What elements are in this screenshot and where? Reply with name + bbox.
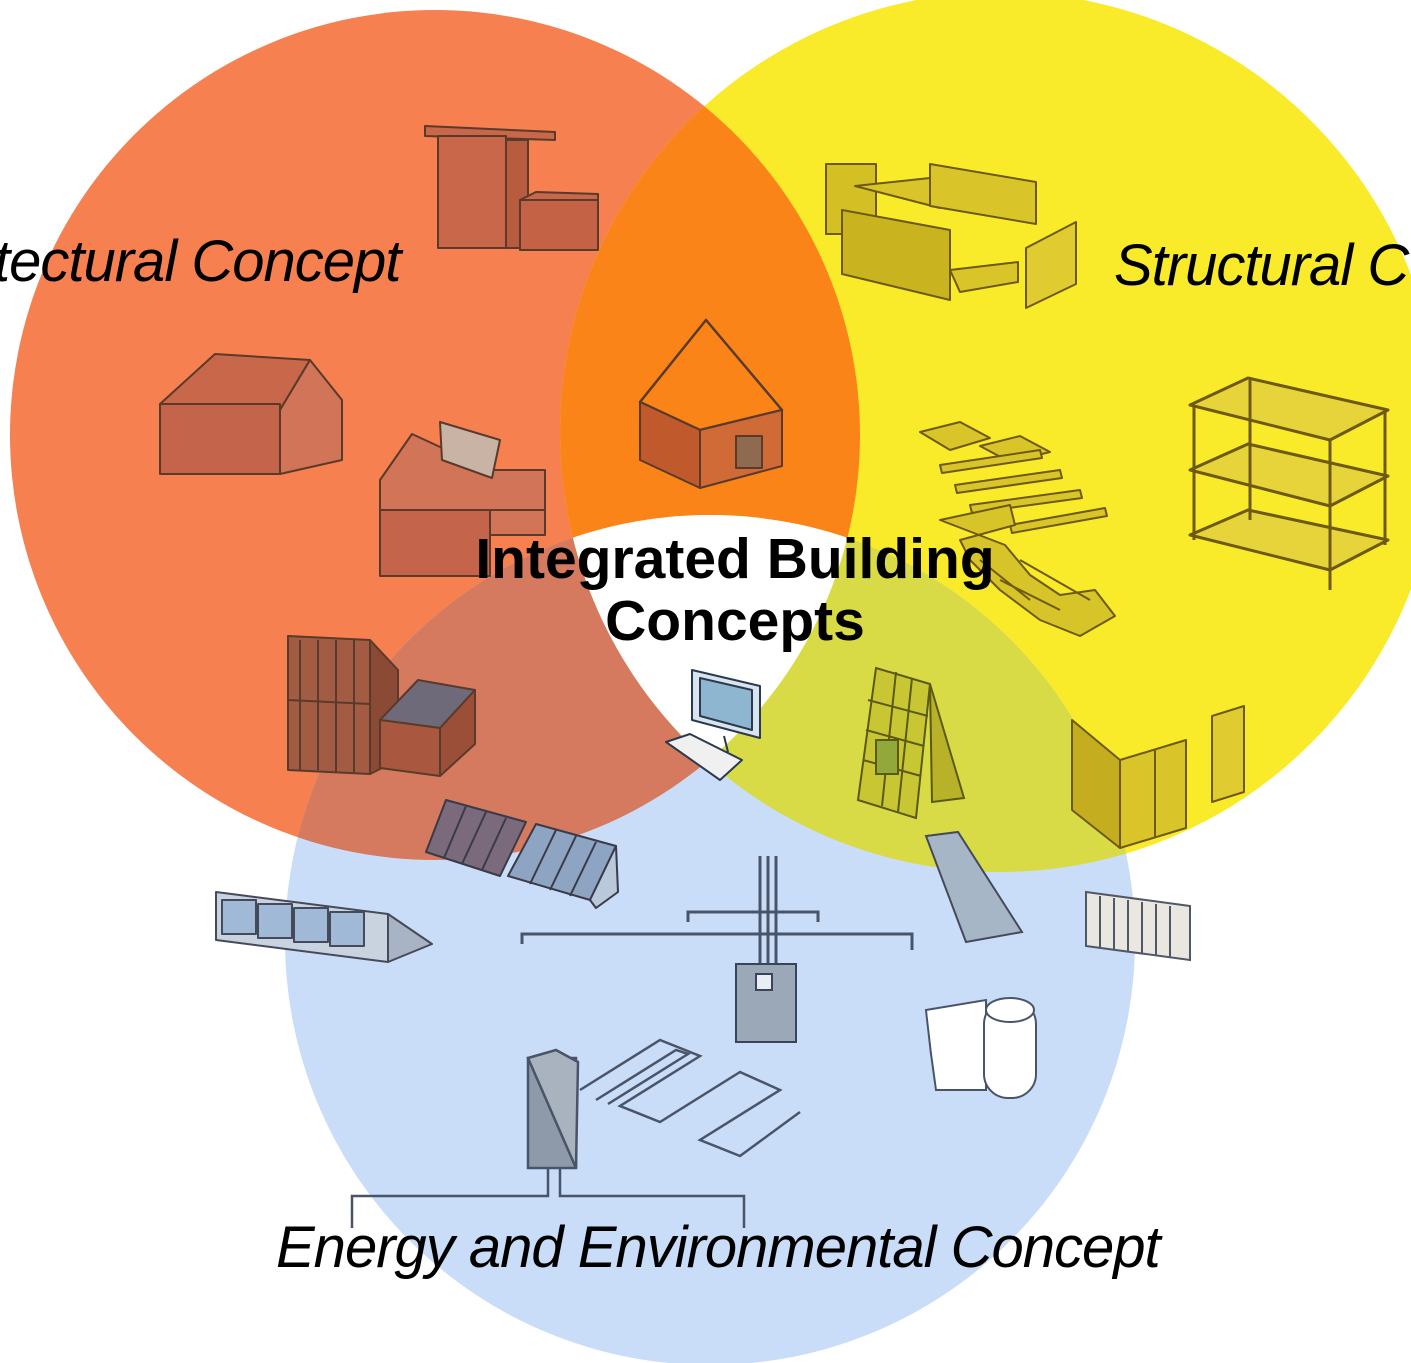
wall-panels-icon bbox=[825, 163, 1077, 309]
reinforcement-mesh-icon bbox=[856, 666, 966, 820]
skylight-window-icon bbox=[215, 891, 433, 963]
tower-building-icon bbox=[424, 125, 599, 251]
structural-concept-label: Structural C bbox=[1114, 233, 1409, 298]
floor-beams-icon bbox=[919, 421, 1108, 534]
radiator-icon bbox=[1085, 890, 1191, 962]
partition-walls-icon bbox=[1071, 705, 1245, 849]
ventilation-ducts-icon bbox=[520, 856, 914, 964]
pyramid-roof-house-icon bbox=[638, 318, 784, 489]
energy-environmental-concept-label: Energy and Environmental Concept bbox=[276, 1215, 1161, 1280]
gable-house-icon bbox=[159, 353, 343, 475]
solar-box-icon bbox=[379, 679, 476, 777]
frame-structure-icon bbox=[1188, 376, 1390, 590]
underfloor-heating-icon bbox=[350, 1038, 801, 1228]
insulation-roll-icon bbox=[924, 997, 1037, 1099]
skylight-house-icon bbox=[379, 421, 546, 577]
computer-icon bbox=[665, 669, 761, 781]
solar-panels-icon bbox=[425, 799, 619, 909]
stairs-icon bbox=[939, 504, 1116, 637]
center-title-line1: Integrated Building bbox=[475, 527, 995, 591]
overlap-architectural-energy bbox=[285, 515, 860, 860]
architectural-concept-label: tectural Concept bbox=[0, 229, 401, 294]
center-title-line2: Concepts bbox=[605, 589, 865, 653]
integrated-building-concepts-title: Integrated Building Concepts bbox=[440, 528, 1030, 652]
solar-collector-icon bbox=[924, 830, 1024, 944]
glazed-facade-icon bbox=[287, 635, 399, 775]
control-box-icon bbox=[735, 963, 797, 1043]
